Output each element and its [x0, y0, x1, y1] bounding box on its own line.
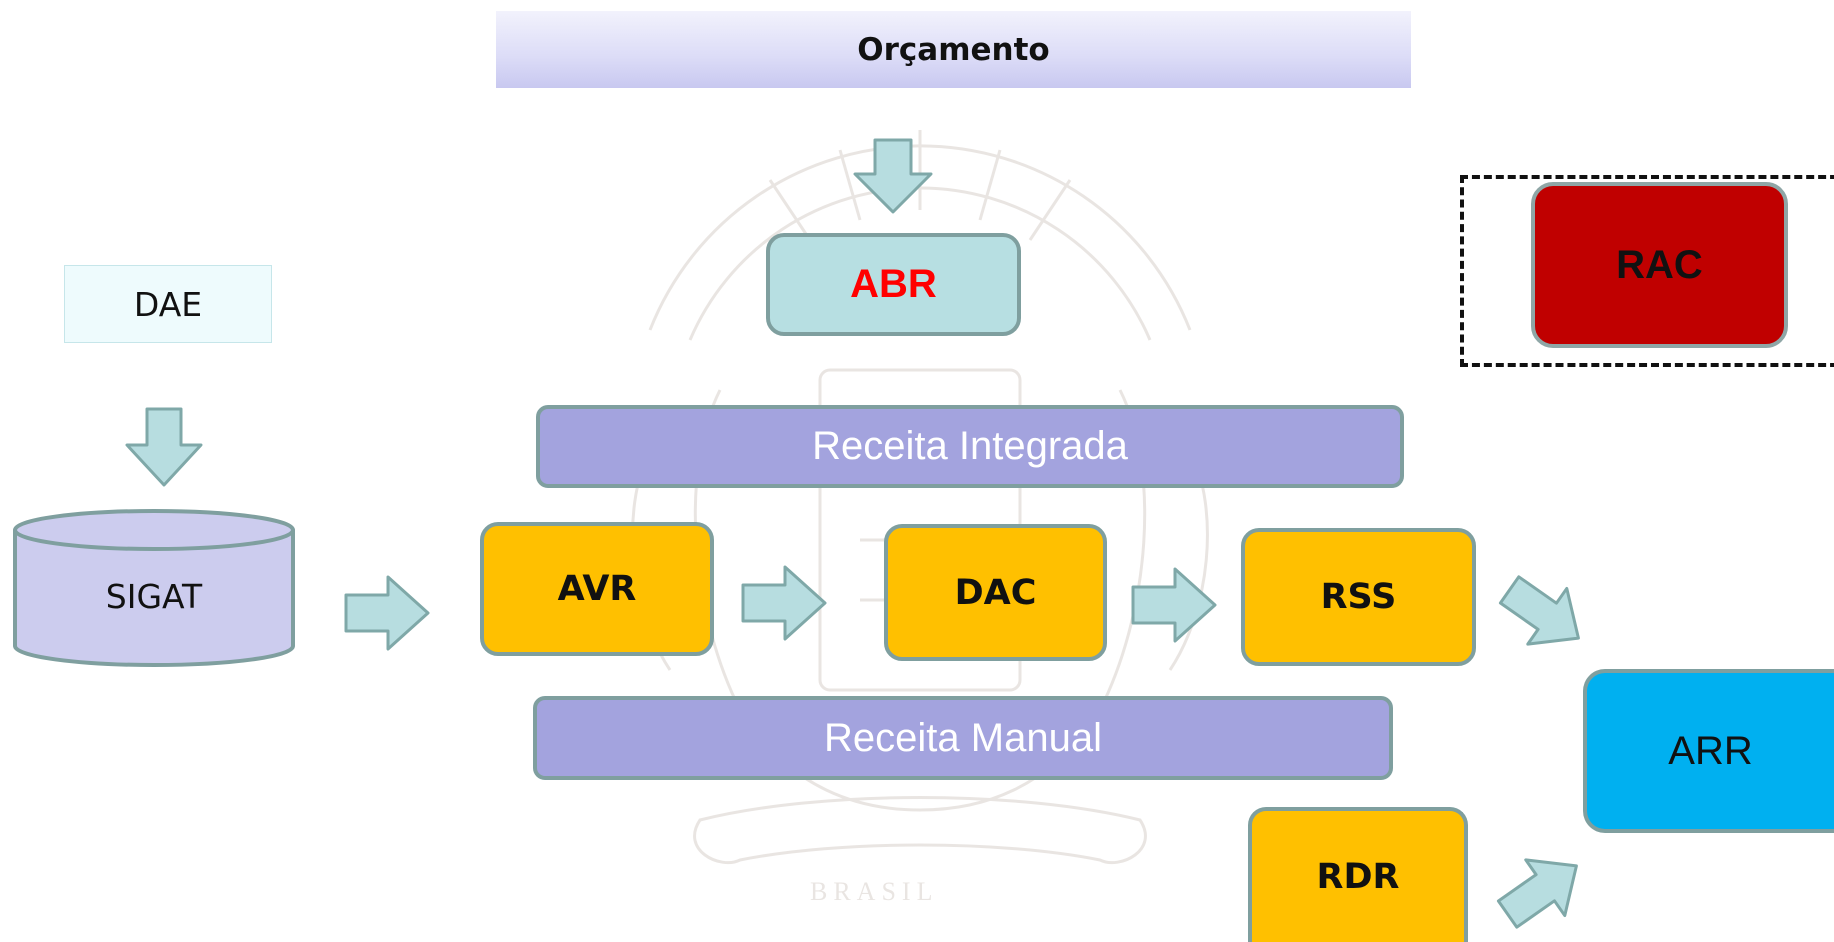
orcamento-label: Orçamento: [857, 31, 1050, 68]
svg-text:BRASIL: BRASIL: [810, 877, 938, 906]
receita-integrada-bar: Receita Integrada: [536, 405, 1404, 488]
arrow-down-right-icon: [1498, 570, 1594, 658]
avr-label: AVR: [557, 569, 637, 609]
receita-manual-label: Receita Manual: [824, 715, 1102, 760]
arrow-down-icon: [853, 138, 933, 215]
arrow-up-right-icon: [1496, 846, 1592, 934]
arrow-right-icon: [741, 565, 827, 641]
receita-integrada-label: Receita Integrada: [812, 424, 1128, 468]
receita-manual-bar: Receita Manual: [533, 696, 1393, 780]
arrow-right-icon: [344, 575, 430, 651]
rss-box: RSS: [1241, 528, 1476, 666]
abr-box: ABR: [766, 233, 1021, 336]
rdr-label: RDR: [1316, 856, 1400, 897]
sigat-label-wrap: SIGAT: [12, 550, 296, 642]
rac-box: RAC: [1531, 182, 1788, 348]
orcamento-banner: Orçamento: [496, 11, 1411, 88]
dae-label: DAE: [133, 284, 203, 324]
arrow-right-icon: [1131, 567, 1217, 643]
arrow-down-icon: [125, 407, 203, 487]
rdr-box: RDR: [1248, 807, 1468, 942]
avr-box: AVR: [480, 522, 714, 656]
abr-label: ABR: [850, 262, 937, 306]
sigat-label: SIGAT: [105, 576, 203, 616]
arr-box: ARR: [1583, 669, 1834, 833]
dac-box: DAC: [884, 524, 1107, 661]
dae-box: DAE: [64, 265, 272, 343]
rss-label: RSS: [1320, 577, 1397, 617]
rac-dashed-frame: [1460, 175, 1834, 367]
arr-label: ARR: [1668, 728, 1753, 773]
sigat-database: [13, 509, 295, 667]
dac-label: DAC: [954, 572, 1037, 613]
rac-label: RAC: [1616, 242, 1703, 287]
